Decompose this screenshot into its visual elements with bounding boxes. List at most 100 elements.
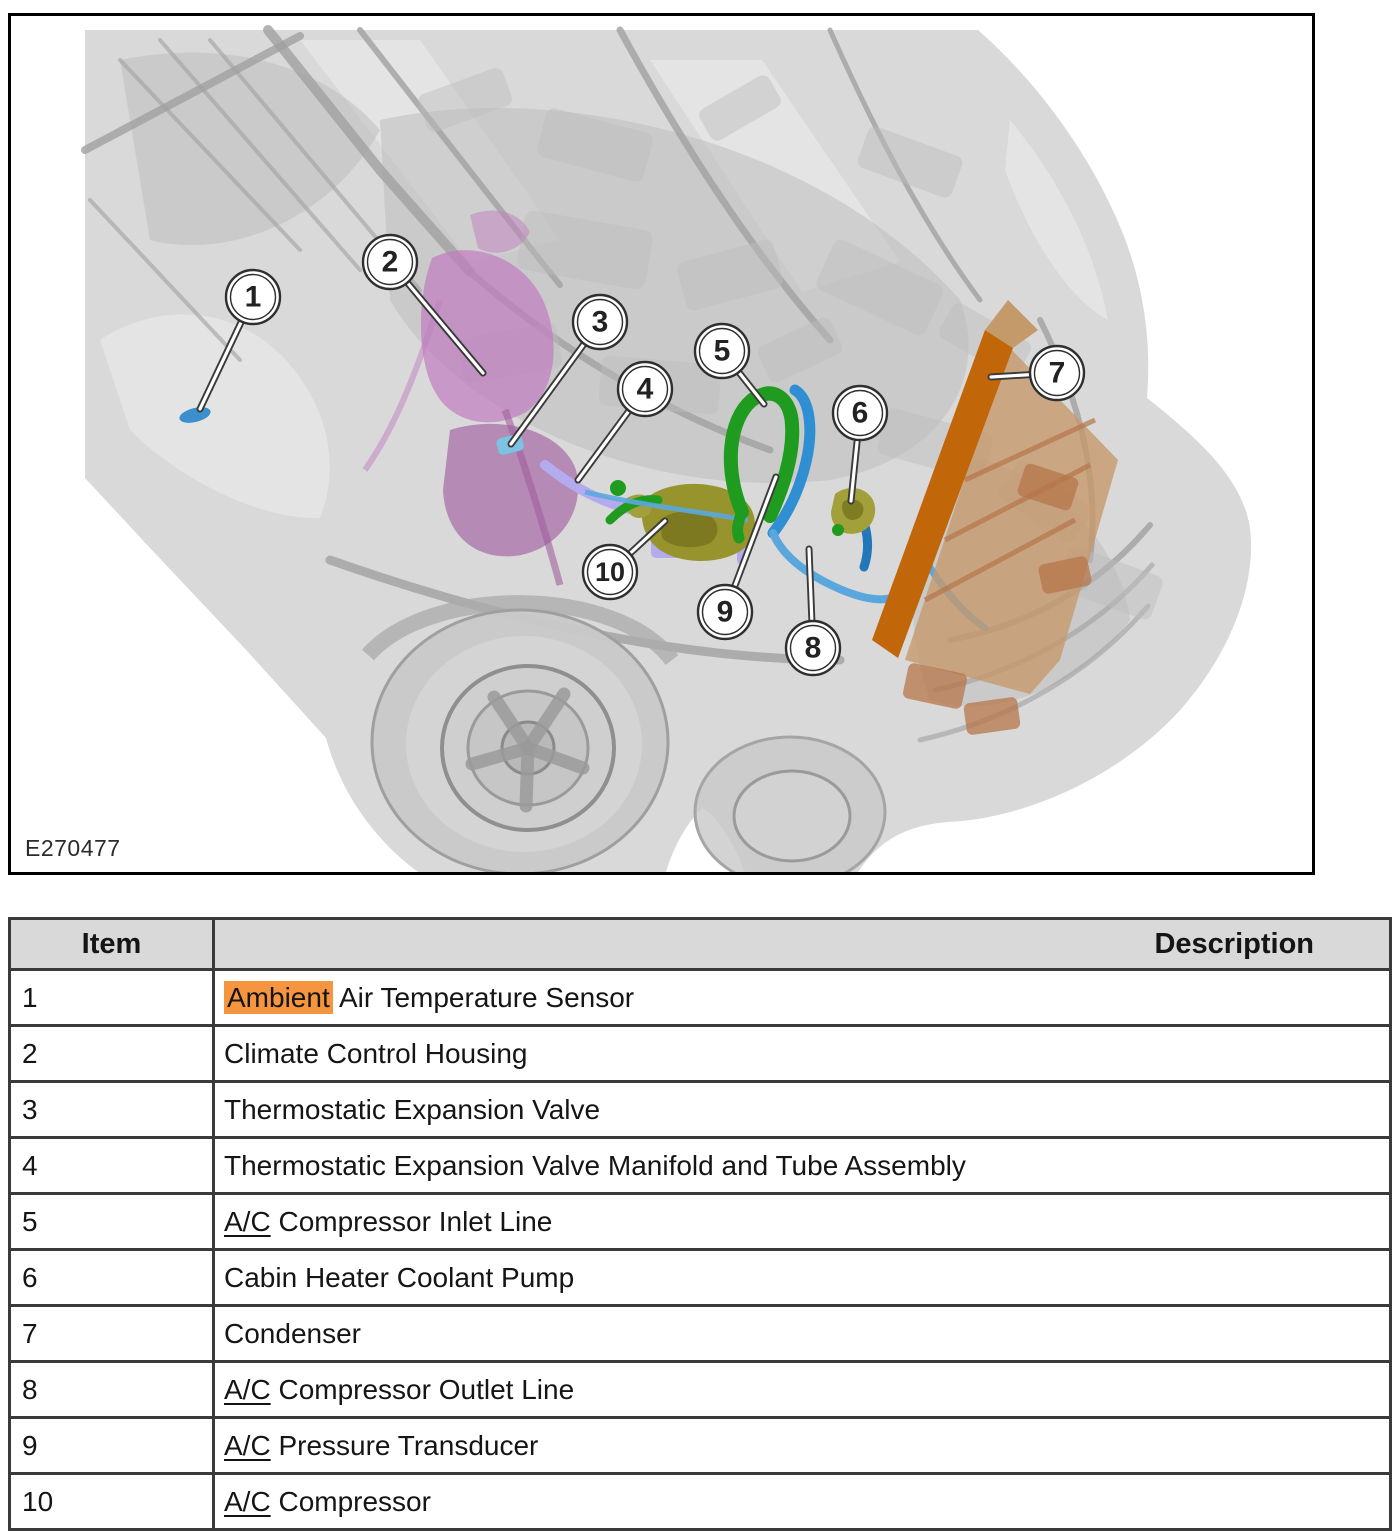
description-cell: Climate Control Housing — [212, 1024, 1392, 1083]
component-location-figure: 1 2 3 4 5 6 7 8 9 10 E270477 — [8, 13, 1315, 875]
callout-number: 9 — [717, 596, 734, 629]
table-row: 6 Cabin Heater Coolant Pump — [8, 1248, 1392, 1307]
coolant-pump-highlight — [831, 488, 876, 536]
callout-9: 9 — [696, 473, 780, 641]
callouts-layer: 1 2 3 4 5 6 7 8 9 10 — [196, 233, 1086, 677]
table-row: 4 Thermostatic Expansion Valve Manifold a… — [8, 1136, 1392, 1195]
description-text: Compressor — [270, 1485, 431, 1517]
description-cell: A/C Pressure Transducer — [212, 1416, 1392, 1475]
ac-abbreviation-link[interactable]: A/C — [224, 1429, 271, 1461]
callout-inner-ring — [836, 389, 884, 437]
callout-number: 3 — [592, 306, 609, 339]
search-term-highlight: Ambient — [224, 980, 333, 1014]
callout-4: 4 — [574, 360, 674, 484]
front-right-wheel-partial — [693, 735, 887, 872]
callout-circle — [784, 619, 842, 677]
callout-inner-ring — [789, 624, 837, 672]
callout-inner-ring — [229, 273, 277, 321]
callout-3: 3 — [507, 293, 629, 448]
callout-7: 7 — [987, 344, 1086, 402]
description-text: Cabin Heater Coolant Pump — [224, 1261, 575, 1293]
description-cell: Thermostatic Expansion Valve Manifold an… — [212, 1136, 1392, 1195]
callout-number: 5 — [714, 335, 731, 368]
truck-illustration: 1 2 3 4 5 6 7 8 9 10 — [81, 25, 1252, 872]
item-number-cell: 3 — [8, 1080, 215, 1139]
callout-2: 2 — [361, 233, 487, 377]
callout-number: 2 — [382, 246, 399, 279]
callout-1: 1 — [196, 268, 282, 413]
callout-8: 8 — [784, 545, 842, 677]
ac-abbreviation-link[interactable]: A/C — [224, 1485, 271, 1517]
description-text: Air Temperature Sensor — [332, 981, 635, 1013]
callout-circle — [693, 322, 751, 380]
item-number-cell: 2 — [8, 1024, 215, 1083]
callout-circle — [616, 360, 674, 418]
table-row: 2 Climate Control Housing — [8, 1024, 1392, 1083]
climate-control-housing-highlight — [362, 210, 579, 586]
callout-inner-ring — [698, 327, 746, 375]
callout-number: 1 — [245, 281, 262, 314]
callout-inner-ring — [621, 365, 669, 413]
callout-number: 7 — [1049, 357, 1066, 390]
item-number-cell: 5 — [8, 1192, 215, 1251]
table-header-row: Item Description — [8, 917, 1392, 971]
callout-circle — [361, 233, 419, 291]
callout-circle — [224, 268, 282, 326]
callout-inner-ring — [586, 548, 634, 596]
callout-inner-ring — [576, 298, 624, 346]
description-text: Compressor Inlet Line — [270, 1205, 553, 1237]
ac-abbreviation-link[interactable]: A/C — [224, 1373, 271, 1405]
description-cell: A/C Compressor — [212, 1472, 1392, 1531]
description-text: Thermostatic Expansion Valve Manifold an… — [224, 1149, 966, 1181]
ac-abbreviation-link[interactable]: A/C — [224, 1205, 271, 1237]
figure-code-label: E270477 — [25, 835, 121, 861]
callout-number: 10 — [595, 557, 625, 587]
item-number-cell: 4 — [8, 1136, 215, 1195]
description-text: Condenser — [224, 1317, 361, 1349]
item-number-cell: 7 — [8, 1304, 215, 1363]
description-cell: Condenser — [212, 1304, 1392, 1363]
callout-10: 10 — [581, 517, 669, 601]
description-cell: Thermostatic Expansion Valve — [212, 1080, 1392, 1139]
callout-circle — [571, 293, 629, 351]
condenser-highlight — [872, 300, 1118, 735]
front-wheel — [362, 595, 679, 872]
item-number-cell: 8 — [8, 1360, 215, 1419]
callout-6: 6 — [831, 384, 889, 505]
description-text: Thermostatic Expansion Valve — [224, 1093, 601, 1125]
ac-inlet-line-highlight — [723, 386, 800, 544]
callout-circle — [696, 583, 754, 641]
callout-number: 8 — [805, 632, 822, 665]
description-cell: A/C Compressor Inlet Line — [212, 1192, 1392, 1251]
description-text: Compressor Outlet Line — [270, 1373, 575, 1405]
callout-circle — [1028, 344, 1086, 402]
description-cell: A/C Compressor Outlet Line — [212, 1360, 1392, 1419]
description-cell: Ambient Air Temperature Sensor — [212, 968, 1392, 1027]
item-number-cell: 10 — [8, 1472, 215, 1531]
item-number-cell: 6 — [8, 1248, 215, 1307]
item-column-header: Item — [8, 917, 215, 971]
description-column-header: Description — [212, 917, 1392, 971]
ambient-air-temp-sensor-highlight — [179, 407, 211, 423]
table-row: 7 Condenser — [8, 1304, 1392, 1363]
thin-blue-line — [584, 489, 749, 523]
description-cell: Cabin Heater Coolant Pump — [212, 1248, 1392, 1307]
description-text: Climate Control Housing — [224, 1037, 528, 1069]
callout-inner-ring — [366, 238, 414, 286]
callout-inner-ring — [701, 588, 749, 636]
item-number-cell: 1 — [8, 968, 215, 1027]
table-row: 3 Thermostatic Expansion Valve — [8, 1080, 1392, 1139]
description-text: Pressure Transducer — [270, 1429, 539, 1461]
item-number-cell: 9 — [8, 1416, 215, 1475]
callout-number: 6 — [852, 397, 869, 430]
callout-circle — [831, 384, 889, 442]
callout-circle — [581, 543, 639, 601]
callout-inner-ring — [1033, 349, 1081, 397]
